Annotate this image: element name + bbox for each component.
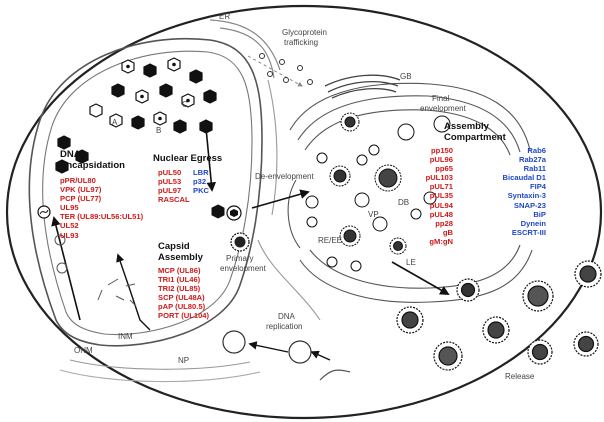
primary-envelopment-label-2: envelopment: [220, 264, 266, 273]
vp-label: VP: [368, 210, 379, 219]
assembly-viral-list: pp150 pUL96 pp65 pUL103 pUL71 pUL35 pUL9…: [425, 146, 453, 246]
capsid-a-label: A: [112, 118, 118, 127]
le-label: LE: [406, 258, 416, 267]
np-label: NP: [178, 356, 190, 365]
db-label: DB: [398, 198, 410, 207]
glycoprotein-label: Glycoprotein: [282, 28, 327, 37]
dna-replication-label-2: replication: [266, 322, 303, 331]
nuclear-outer-membrane: [28, 37, 263, 347]
dna-replication-label-1: DNA: [278, 312, 295, 321]
inm-label: INM: [118, 332, 133, 341]
re-ee-label: RE/EE: [318, 236, 343, 245]
capsid-assembly-title-2: Assembly: [158, 252, 203, 263]
capsid-protein-list: MCP (UL86) TRI1 (UL46) TRI2 (UL85) SCP (…: [158, 266, 210, 321]
assembly-host-list: Rab6 Rab27a Rab11 Bicaudal D1 FIP4 Synta…: [502, 146, 546, 237]
encapsidation-protein-list: pPR/UL80 VPK (UL97) PCP (UL77) UL95 TER …: [60, 176, 144, 240]
replication-compartments: [222, 330, 312, 364]
nuclear-capsids: [55, 57, 217, 174]
nuclear-inner-membrane: [42, 50, 253, 336]
release-label: Release: [505, 372, 535, 381]
capsid-b-label: B: [156, 126, 162, 135]
perinuclear-capsids: [211, 204, 250, 252]
capsid-c-label: C: [182, 100, 188, 109]
cell-membrane: [5, 4, 603, 420]
primary-envelopment-label-1: Primary: [226, 254, 254, 263]
released-virions: [396, 260, 602, 371]
egress-viral-list: pUL50 pUL53 pUL97 RASCAL: [158, 168, 190, 205]
dna-encapsidation-title-1: DNA: [60, 149, 81, 160]
golgi-label: GB: [400, 72, 412, 81]
final-envelopment-label-1: Final: [432, 94, 450, 103]
dna-encapsidation-title-2: Encapsidation: [60, 160, 125, 171]
capsid-assembly-title-1: Capsid: [158, 241, 190, 252]
final-envelopment-label-2: envelopment: [420, 104, 466, 113]
egress-host-list: LBR p32 PKC: [193, 168, 210, 196]
assembly-compartment-particles: [305, 112, 451, 272]
er-label: ER: [219, 12, 231, 21]
de-envelopment-label: De-envelopment: [255, 172, 314, 181]
trafficking-label: trafficking: [284, 38, 319, 47]
assembly-compartment-title-1: Assembly: [444, 121, 489, 132]
assembly-compartment-title-2: Compartment: [444, 132, 506, 143]
nuclear-egress-title: Nuclear Egress: [153, 153, 223, 164]
onm-label: ONM: [74, 346, 93, 355]
